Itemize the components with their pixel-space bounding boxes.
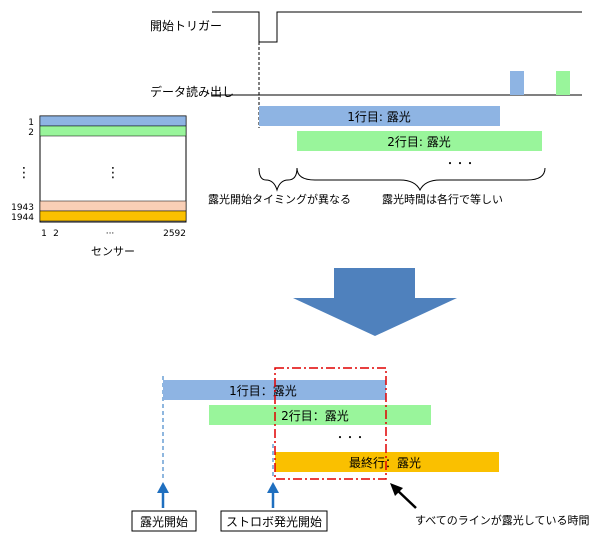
sensor-row-2 [39, 125, 187, 137]
exposure-start-box [131, 510, 197, 532]
start-trigger-label: 開始トリガー [150, 19, 222, 33]
row1-exposure-bar [259, 106, 500, 126]
all-lines-note-arrow [395, 488, 417, 509]
readout-pulse-blue [510, 71, 524, 95]
all-lines-exposed-window [274, 367, 387, 480]
sensor-row-1944 [39, 210, 187, 222]
start-timing-label: 露光開始タイミングが異なる [208, 192, 351, 206]
bottom-row2-exposure-bar [209, 405, 431, 425]
strobe-start-pointer-head [267, 482, 279, 493]
transition-arrow [293, 268, 457, 336]
strobe-start-label: ストロボ発光開始 [226, 515, 322, 529]
sensor-left-vdots: ⋮ [17, 165, 31, 181]
exposure-equal-label: 露光時間は各行で等しい [382, 192, 503, 206]
bottom-ellipsis: ・・・ [335, 433, 365, 444]
row1-exposure-label: 1行目: 露光 [347, 110, 411, 124]
sensor-col-label-1: 1 [41, 229, 47, 239]
sensor-col-label-2592: 2592 [163, 229, 186, 239]
bottom-last-row-label: 最終行：露光 [349, 455, 421, 470]
sensor-col-label-2: 2 [53, 229, 59, 239]
exposure-time-brace [296, 167, 546, 192]
sensor-row-label-1943: 1943 [11, 203, 34, 213]
sensor-row-label-1: 1 [28, 118, 34, 128]
all-lines-note-arrow-head [390, 483, 403, 496]
start-timing-brace [258, 167, 298, 192]
exposure-start-pointer-head [157, 482, 169, 493]
all-lines-note-label: すべてのラインが露光している時間 [415, 513, 589, 527]
data-readout-label: データ読み出し [150, 84, 234, 99]
top-ellipsis: ・・・ [445, 159, 475, 170]
sensor-row-label-2: 2 [28, 128, 34, 138]
sensor-center-vdots: ⋮ [106, 165, 120, 181]
strobe-start-box [220, 510, 328, 532]
bottom-last-row-exposure-bar [275, 452, 499, 472]
readout-pulse-green [556, 71, 570, 95]
bottom-row1-label: 1行目：露光 [229, 384, 297, 398]
sensor-col-dots: ··· [106, 229, 115, 239]
start-trigger-waveform [212, 11, 582, 43]
sensor-row-1 [39, 115, 187, 127]
sensor-row-label-1944: 1944 [11, 213, 34, 223]
exposure-start-label: 露光開始 [140, 515, 188, 529]
row2-exposure-bar [297, 131, 542, 151]
sensor-caption: センサー [91, 245, 135, 258]
bottom-row2-label: 2行目：露光 [281, 409, 349, 423]
sensor-row-1943 [39, 200, 187, 212]
row2-exposure-label: 2行目: 露光 [387, 135, 451, 149]
